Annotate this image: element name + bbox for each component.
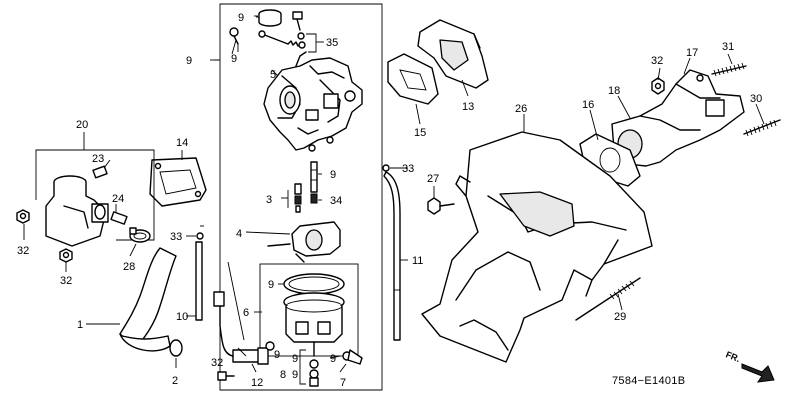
part-label-22: 18: [608, 85, 620, 97]
gasket-18-part: [149, 157, 207, 207]
top-screw-part: [292, 11, 303, 31]
stud-30-part: [711, 62, 747, 77]
part-label-1: 1: [77, 319, 83, 331]
float-part: [267, 221, 341, 263]
part-label-7: 7: [340, 377, 346, 389]
part-label-15: 11: [412, 255, 423, 267]
part-label-32-bottom: 32: [60, 275, 72, 287]
pin-23-upper-part: [92, 165, 108, 179]
part-label-2: 2: [172, 375, 178, 387]
drain-screw-part: [299, 349, 363, 387]
intake-manifold-part: [611, 69, 745, 167]
pin-23-lower-part: [110, 211, 128, 225]
part-label-28: 28: [123, 261, 135, 273]
part-label-17: 13: [462, 101, 474, 113]
tube-14-part: [195, 241, 203, 321]
part-label-21: 17: [686, 47, 698, 59]
gasket-19-part: [387, 53, 439, 105]
part-label-12: 9: [238, 12, 244, 24]
part-label-20: 16: [582, 99, 594, 111]
part-label-25: 26: [515, 103, 527, 115]
main-jet-part: [281, 183, 302, 213]
diagram-code: 7584−E1401B: [612, 375, 685, 387]
part-label-9-right: 9: [330, 353, 336, 365]
part-label-29: 30: [750, 93, 762, 105]
part-label-32-right: 32: [651, 55, 663, 67]
nut-32-left-part: [16, 209, 30, 224]
stud-29-part: [743, 119, 781, 137]
clip-left-part: [196, 225, 245, 341]
front-arrow-icon: [741, 363, 775, 383]
tube-15-part: [383, 171, 401, 341]
part-label-35: 35: [326, 37, 338, 49]
part-label-3: 3: [266, 194, 272, 206]
part-label-34: 34: [330, 195, 342, 207]
clamp-2-part: [169, 339, 183, 357]
part-label-13: 9: [330, 169, 336, 181]
nut-32-bottom-part: [59, 248, 73, 263]
intake-elbow-part: [35, 149, 155, 247]
part-label-26: 29: [614, 311, 626, 323]
clip-right-part: [382, 164, 390, 172]
part-label-9-upper: 9: [268, 279, 274, 291]
part-label-5: 5: [270, 69, 276, 81]
front-indicator-label: FR.: [724, 349, 741, 364]
part-label-24: 20: [76, 119, 88, 131]
part-label-10: 9: [186, 55, 192, 67]
part-label-23-lower: 24: [112, 193, 124, 205]
solenoid-valve-part: [213, 291, 275, 365]
leader-lines: [23, 15, 765, 373]
part-label-33-right: 33: [402, 163, 414, 175]
pilot-screw-part: [258, 30, 317, 53]
part-label-9-left: 9: [274, 349, 280, 361]
part-label-32-left: 32: [17, 245, 29, 257]
screw-11-part: [229, 27, 239, 52]
stud-26-part: [575, 277, 641, 321]
part-label-11: 9: [231, 53, 237, 65]
part-label-33-left: 33: [170, 231, 182, 243]
part-label-9-mid-upper: 9: [292, 353, 298, 365]
insulator-part: [417, 19, 489, 89]
part-label-19: 15: [414, 127, 426, 139]
part-label-16: 12: [251, 377, 263, 389]
part-label-14: 10: [176, 311, 188, 323]
part-number-labels: 9 9 9 35 5 9 3 34 4 33 9 6 10 1 9 9 9 9 …: [17, 12, 762, 389]
part-label-27: 27: [427, 173, 439, 185]
jet-part: [310, 193, 318, 204]
hose-1-part: [119, 247, 177, 352]
nut-32-right-part: [651, 77, 665, 95]
screw-31-part: [217, 371, 235, 381]
part-label-30: 31: [722, 41, 734, 53]
part-label-18: 14: [176, 137, 188, 149]
part-label-6: 6: [243, 307, 249, 319]
carburetor-assembly-bracket: [210, 3, 383, 391]
part-label-4: 4: [236, 228, 242, 240]
float-chamber-part: [259, 263, 359, 357]
part-label-8: 8: [280, 369, 286, 381]
part-label-31: 32: [211, 357, 223, 369]
cap-part: [256, 9, 282, 27]
part-label-9-mid-lower: 9: [292, 369, 298, 381]
heat-shield-part: [421, 131, 653, 363]
part-label-23-upper: 23: [92, 153, 104, 165]
clamp-part: [129, 227, 151, 243]
bolt-27-part: [427, 197, 455, 215]
needle-part: [310, 161, 318, 193]
carburetor-body: [263, 51, 363, 152]
